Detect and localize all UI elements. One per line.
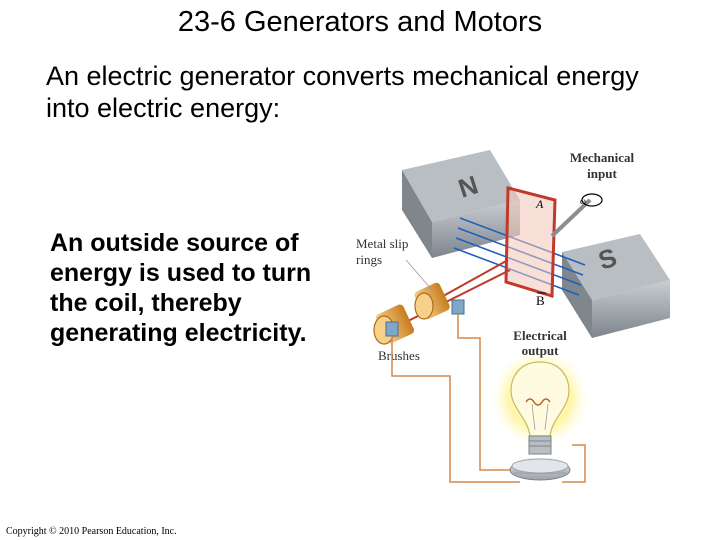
slip-rings-label-2: rings xyxy=(356,252,382,267)
omega-label: ω xyxy=(580,196,586,206)
copyright-notice: Copyright © 2010 Pearson Education, Inc. xyxy=(6,526,177,537)
electrical-output-label-2: output xyxy=(522,343,560,358)
electrical-output-label-1: Electrical xyxy=(513,328,567,343)
field-label: B xyxy=(536,293,545,308)
area-label: A xyxy=(535,197,544,211)
body-line-3: the coil, thereby xyxy=(50,289,242,317)
slip-rings-label-1: Metal slip xyxy=(356,236,408,251)
south-magnet: S xyxy=(562,234,670,338)
slide-title: 23-6 Generators and Motors xyxy=(177,6,543,38)
body-line-2: energy is used to turn xyxy=(50,259,312,287)
slip-rings-leader xyxy=(405,259,433,291)
mechanical-input-label-2: input xyxy=(587,166,617,181)
generator-illustration: N S A xyxy=(356,150,670,483)
body-line-4: generating electricity. xyxy=(50,319,307,347)
body-line-1: An outside source of xyxy=(50,229,299,257)
north-magnet: N xyxy=(402,150,520,258)
body-text: An outside source of energy is used to t… xyxy=(50,228,360,348)
light-bulb xyxy=(488,346,592,481)
output-wires xyxy=(391,314,586,483)
generator-diagram: N S A xyxy=(340,140,720,500)
brushes-label: Brushes xyxy=(378,348,420,363)
intro-text: An electric generator converts mechanica… xyxy=(46,61,639,123)
drive-shaft: ω xyxy=(550,193,603,238)
mechanical-input-label-1: Mechanical xyxy=(570,150,635,165)
rotating-coil: A xyxy=(504,186,557,299)
